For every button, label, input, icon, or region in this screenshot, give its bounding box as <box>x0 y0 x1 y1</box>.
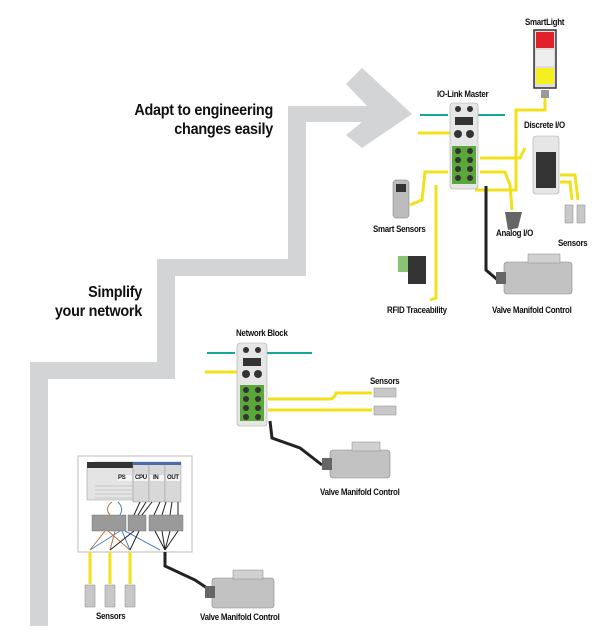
smartlight-cable <box>475 98 547 192</box>
headline-simplify-line1: Simplify <box>88 284 142 301</box>
analog-io-label: Analog I/O <box>496 228 533 238</box>
io-link-valve-cable <box>484 186 501 284</box>
plc-module-cpu: CPU <box>135 475 147 481</box>
smartlight-device <box>533 29 557 98</box>
io-link-master-device <box>418 102 505 190</box>
plc-valve-cable <box>163 552 211 592</box>
analog-io-device <box>505 212 522 230</box>
io-link-master-label: IO-Link Master <box>437 89 489 99</box>
network-block-sensors-label: Sensors <box>370 376 400 386</box>
discrete-sensors-label: Sensors <box>558 238 588 248</box>
rfid-device <box>398 256 426 284</box>
plc-module-in: IN <box>153 475 159 481</box>
smartlight-label: SmartLight <box>525 17 565 27</box>
network-block-valve-label: Valve Manifold Control <box>320 487 400 497</box>
io-link-valve-manifold <box>496 253 573 295</box>
plc-sensors <box>84 552 136 608</box>
network-block-title: Network Block <box>236 328 288 338</box>
headline-adapt: Adapt to engineering changes easily <box>111 101 273 139</box>
network-block-device <box>205 342 312 427</box>
plc-module-ps: PS <box>118 475 126 481</box>
staircase-arrow <box>30 68 412 626</box>
plc-sensors-label: Sensors <box>96 611 126 621</box>
headline-adapt-line1: Adapt to engineering <box>134 102 273 119</box>
discrete-io-label: Discrete I/O <box>524 120 565 130</box>
io-link-valve-label: Valve Manifold Control <box>492 305 572 315</box>
rfid-label: RFID Traceability <box>387 305 447 315</box>
headline-simplify-line2: your network <box>54 303 143 320</box>
network-block-valve-cable <box>268 420 323 467</box>
discrete-io-device <box>532 135 560 195</box>
smart-sensor-device <box>392 179 410 219</box>
io-link-cables <box>409 147 527 302</box>
network-block-valve-manifold <box>322 441 391 479</box>
plc-valve-label: Valve Manifold Control <box>200 612 280 622</box>
plc-module-out: OUT <box>167 475 179 481</box>
network-block-sensor-cables <box>268 391 372 412</box>
headline-simplify: Simplify your network <box>41 283 142 321</box>
discrete-io-sensors <box>560 173 586 224</box>
plc-valve-manifold <box>205 569 275 609</box>
plc-cabinet <box>77 455 193 553</box>
network-block-sensors <box>373 387 397 416</box>
smart-sensors-label: Smart Sensors <box>373 224 426 234</box>
headline-adapt-line2: changes easily <box>174 121 273 138</box>
